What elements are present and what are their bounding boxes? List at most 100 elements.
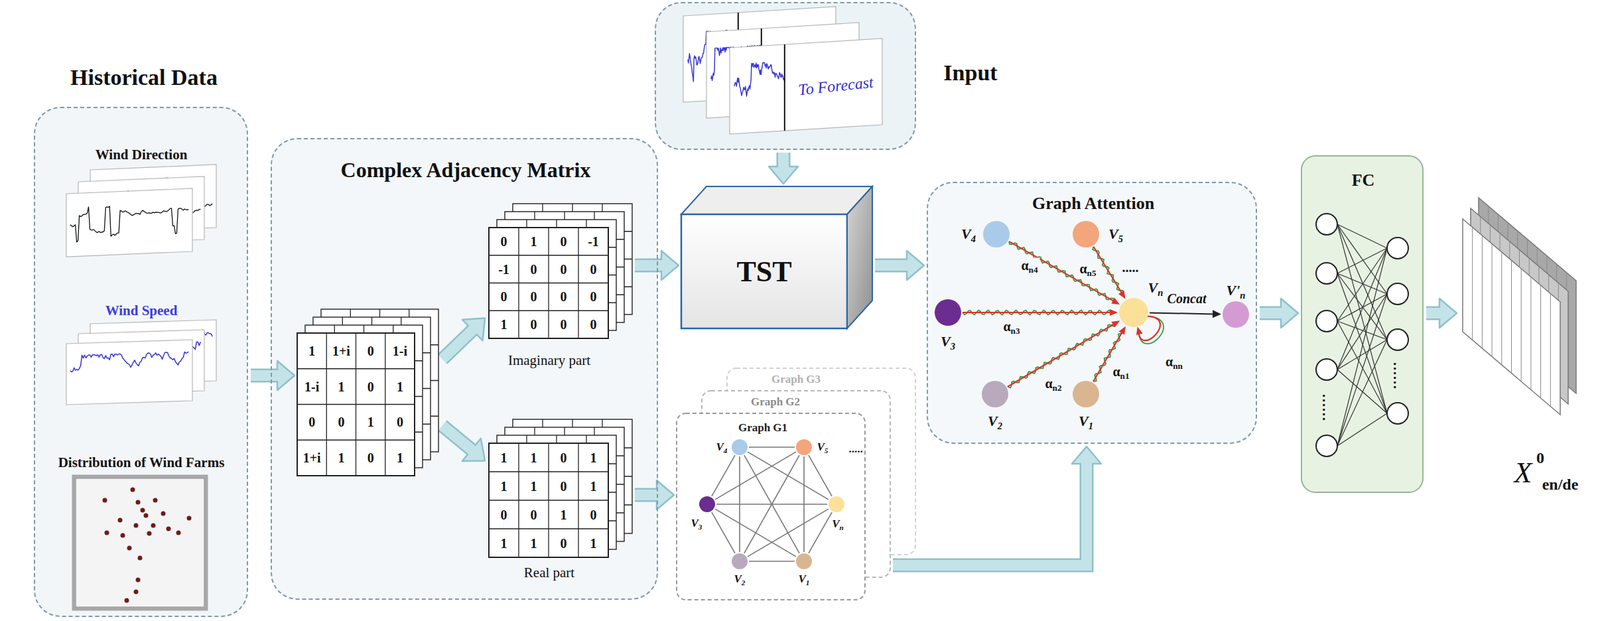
wind-farm-dot bbox=[135, 577, 141, 583]
panel-fill bbox=[270, 137, 659, 600]
vertex-label: V5 bbox=[1108, 225, 1124, 243]
fc-neuron bbox=[1387, 402, 1409, 424]
arrow-shaft bbox=[442, 329, 474, 359]
matrix-cell: 0 bbox=[590, 261, 598, 277]
vertex-label: V1 bbox=[798, 572, 810, 586]
fc-weight bbox=[1337, 293, 1388, 370]
matrix-cell: 0 bbox=[560, 478, 568, 494]
dashed-panel: Historical DataWind DirectionWind SpeedD… bbox=[33, 106, 249, 617]
edge-label: αnn bbox=[1163, 354, 1185, 370]
label-main: V bbox=[940, 333, 951, 350]
fc-weight bbox=[1337, 321, 1388, 340]
matrix-cell: 0 bbox=[530, 506, 538, 523]
node-text: 0 bbox=[1536, 449, 1545, 467]
fc-panel: FC bbox=[1300, 155, 1424, 493]
arrow-head bbox=[277, 360, 295, 391]
matrix-grid bbox=[488, 310, 609, 312]
label-subscript: 1 bbox=[805, 578, 810, 587]
fc-weight bbox=[1337, 248, 1388, 446]
connector bbox=[716, 504, 828, 505]
dashed-panel: Complex Adjacency Matrix11+i01-i1-i10100… bbox=[270, 137, 659, 600]
tst-block: TST bbox=[681, 186, 873, 329]
graph-card: Graph G1V4V5V3VnV2V1 bbox=[676, 413, 866, 600]
arrow-head bbox=[1212, 309, 1222, 318]
fc-weight bbox=[1337, 248, 1388, 322]
matrix-cell: 0 bbox=[367, 450, 375, 466]
matrix-cell: 1 bbox=[500, 478, 508, 494]
matrix-box: 11+i01-i1-i10100101+i101 bbox=[297, 309, 439, 476]
matrix-cell: 1+i bbox=[303, 450, 322, 466]
label-main: α bbox=[1112, 364, 1120, 379]
connector bbox=[1259, 298, 1299, 328]
connector bbox=[1426, 298, 1457, 328]
fc-neuron bbox=[1387, 283, 1409, 305]
label-subscript: 2 bbox=[741, 578, 746, 587]
matrix-cell: 0 bbox=[590, 317, 598, 333]
connector bbox=[250, 360, 295, 391]
fc-weight bbox=[1337, 369, 1388, 414]
tensor-column bbox=[1540, 285, 1541, 399]
tensor-column bbox=[1530, 277, 1532, 391]
fc-weight bbox=[1337, 273, 1388, 340]
fc-weight bbox=[1337, 293, 1388, 446]
matrix-cell: 0 bbox=[530, 289, 538, 305]
matrix-box: 010-1-100000001000Imaginary part bbox=[488, 203, 633, 339]
arrow-shaft-outline bbox=[634, 258, 663, 273]
vertex-label: V2 bbox=[734, 572, 746, 586]
wind-farm-dot bbox=[133, 589, 139, 595]
panel-fill bbox=[654, 1, 917, 150]
dashed-panel: InputTo Forecast bbox=[654, 1, 917, 150]
output-tensor: X0en/de bbox=[1459, 169, 1583, 422]
arrow-shaft-outline bbox=[874, 258, 909, 273]
matrix-grid bbox=[488, 528, 609, 529]
waveform bbox=[734, 62, 785, 97]
graph-edge bbox=[715, 508, 797, 557]
matrix-cell: 0 bbox=[396, 414, 404, 430]
node-text: Input bbox=[943, 60, 998, 86]
matrix-cell: 1 bbox=[367, 414, 375, 430]
label-main: V bbox=[987, 412, 998, 430]
fc-weight bbox=[1337, 248, 1388, 370]
fc-weight bbox=[1337, 224, 1388, 340]
label-subscript: n3 bbox=[1010, 325, 1021, 336]
label-subscript: 3 bbox=[950, 340, 956, 352]
label-subscript: 2 bbox=[997, 420, 1003, 432]
ellipsis-label: ..... bbox=[848, 442, 863, 456]
matrix-cell: 1 bbox=[396, 450, 404, 466]
wind-farm-dot bbox=[161, 511, 166, 517]
wind-farm-dot bbox=[187, 516, 192, 521]
wind-farm-dot bbox=[118, 518, 123, 523]
arrow-head bbox=[1118, 290, 1126, 300]
wind-farm-dot bbox=[143, 513, 149, 519]
matrix-grid bbox=[297, 403, 415, 405]
wind-farm-dot bbox=[104, 530, 110, 536]
graph-vertex: V1 bbox=[796, 553, 812, 570]
tensor-column bbox=[1550, 293, 1551, 407]
vertex-label: V3 bbox=[691, 516, 703, 531]
node-text: en/de bbox=[1542, 475, 1579, 494]
label-main: V bbox=[1078, 412, 1089, 430]
graph-vertex: V3 bbox=[699, 496, 716, 513]
matrix-cell: 1 bbox=[337, 378, 345, 395]
arrow-shaft-outline bbox=[634, 488, 659, 503]
wind-farm-dot bbox=[124, 598, 130, 603]
wind-farm-dot bbox=[120, 533, 126, 538]
graph-vertex: V4 bbox=[731, 439, 748, 456]
arrow-shaft-outline bbox=[776, 152, 791, 168]
matrix-cell: 0 bbox=[530, 261, 538, 277]
arrow-shaft-outline bbox=[1259, 306, 1283, 321]
graph-vertex: V2 bbox=[731, 553, 748, 570]
graph-vertex: Vn bbox=[828, 496, 845, 513]
fc-neuron bbox=[1316, 262, 1338, 284]
connector bbox=[808, 455, 832, 497]
graph-vertex: V1 bbox=[1072, 380, 1100, 408]
wind-farm-dot bbox=[133, 523, 139, 529]
wind-farm-dot bbox=[102, 498, 108, 503]
node-text: Wind Speed bbox=[105, 302, 178, 320]
label-main: V bbox=[716, 440, 724, 454]
vertex-label: V4 bbox=[716, 440, 728, 454]
attention-wave bbox=[962, 310, 1112, 316]
fc-weight bbox=[1337, 339, 1388, 446]
